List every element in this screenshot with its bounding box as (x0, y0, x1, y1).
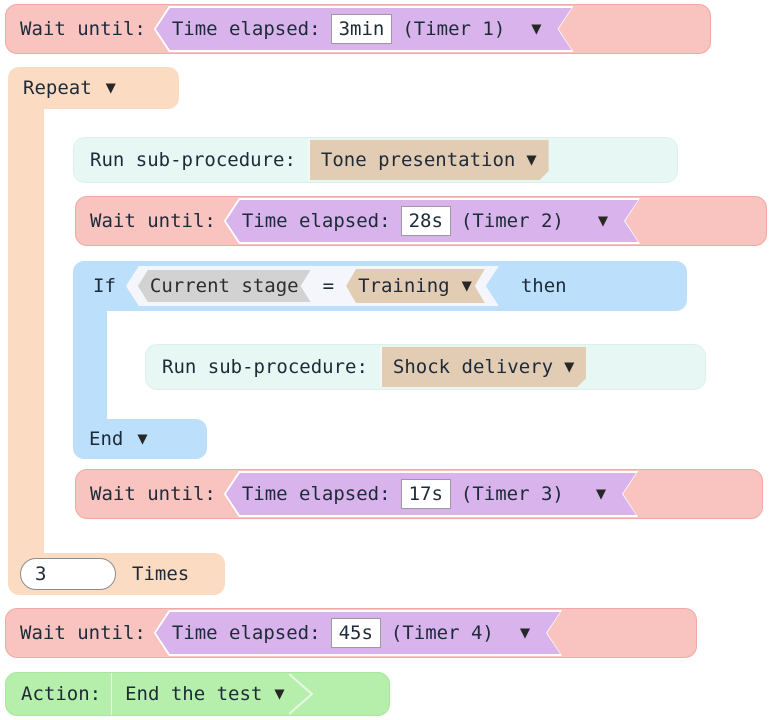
condition-operator: = (322, 275, 335, 297)
time-elapsed-label: Time elapsed: (241, 209, 391, 232)
wait-until-block-3[interactable]: Wait until: Time elapsed: 17s (Timer 3) … (75, 469, 763, 519)
end-label: End (89, 427, 124, 450)
run-subprocedure-block-2[interactable]: Run sub-procedure: Shock delivery ▼ (145, 344, 706, 390)
wait-until-block-1[interactable]: Wait until: Time elapsed: 3min (Timer 1)… (5, 4, 711, 54)
condition-variable[interactable]: Current stage (138, 270, 311, 302)
subprocedure-dropdown-1[interactable]: Tone presentation ▼ (308, 140, 549, 180)
run-subprocedure-label: Run sub-procedure: (162, 355, 368, 378)
time-elapsed-condition-3[interactable]: Time elapsed: 17s (Timer 3) ▼ (224, 471, 638, 517)
hex-edge-decoration (288, 673, 313, 715)
timer-label-1: (Timer 1) (402, 17, 506, 40)
chevron-down-icon[interactable]: ▼ (274, 683, 285, 704)
if-label: If (93, 274, 116, 297)
time-value-input-1[interactable]: 3min (331, 14, 393, 44)
repeat-label: Repeat (23, 76, 92, 99)
repeat-block-left-bar (8, 108, 44, 554)
chevron-down-icon[interactable]: ▼ (564, 356, 575, 377)
then-label: then (520, 274, 567, 297)
repeat-block-header[interactable]: Repeat ▼ (8, 67, 179, 109)
condition-value-dropdown[interactable]: Training ▼ (346, 269, 485, 303)
time-value-input-2[interactable]: 28s (401, 206, 451, 236)
chevron-down-icon[interactable]: ▼ (137, 428, 148, 449)
run-subprocedure-label: Run sub-procedure: (90, 148, 296, 171)
action-block[interactable]: Action: End the test ▼ (5, 672, 390, 716)
wait-until-label: Wait until: (90, 482, 216, 505)
timer-label-3: (Timer 3) (460, 482, 564, 505)
time-elapsed-condition-2[interactable]: Time elapsed: 28s (Timer 2) ▼ (224, 198, 640, 244)
repeat-count-input[interactable]: 3 (20, 558, 116, 590)
action-value-dropdown[interactable]: End the test ▼ (111, 673, 313, 715)
chevron-down-icon[interactable]: ▼ (519, 622, 531, 643)
wait-until-label: Wait until: (20, 17, 146, 40)
chevron-down-icon[interactable]: ▼ (595, 483, 607, 504)
wait-until-label: Wait until: (20, 621, 146, 644)
chevron-down-icon[interactable]: ▼ (105, 77, 116, 98)
chevron-down-icon[interactable]: ▼ (597, 210, 609, 231)
repeat-times-label: Times (132, 562, 190, 585)
time-elapsed-label: Time elapsed: (241, 482, 391, 505)
time-elapsed-label: Time elapsed: (171, 17, 321, 40)
wait-until-label: Wait until: (90, 209, 216, 232)
subprocedure-value-1: Tone presentation (320, 149, 516, 171)
chevron-down-icon[interactable]: ▼ (531, 18, 542, 39)
time-value-input-4[interactable]: 45s (331, 618, 381, 648)
if-block-footer[interactable]: End ▼ (73, 419, 207, 459)
time-elapsed-condition-1[interactable]: Time elapsed: 3min (Timer 1) ▼ (154, 6, 574, 52)
run-subprocedure-block-1[interactable]: Run sub-procedure: Tone presentation ▼ (73, 137, 678, 183)
action-value: End the test (125, 683, 263, 705)
wait-until-block-4[interactable]: Wait until: Time elapsed: 45s (Timer 4) … (5, 608, 697, 658)
chevron-down-icon[interactable]: ▼ (526, 149, 537, 170)
wait-until-block-2[interactable]: Wait until: Time elapsed: 28s (Timer 2) … (75, 196, 767, 246)
timer-label-4: (Timer 4) (390, 621, 494, 644)
time-elapsed-condition-4[interactable]: Time elapsed: 45s (Timer 4) ▼ (154, 610, 562, 656)
timer-label-2: (Timer 2) (460, 209, 564, 232)
subprocedure-dropdown-2[interactable]: Shock delivery ▼ (380, 347, 586, 387)
if-condition-group[interactable]: Current stage = Training ▼ (126, 266, 499, 306)
condition-value: Training (358, 275, 450, 297)
action-label: Action: (21, 682, 102, 705)
chevron-down-icon[interactable]: ▼ (461, 275, 472, 296)
subprocedure-value-2: Shock delivery (392, 356, 554, 378)
time-value-input-3[interactable]: 17s (401, 479, 451, 509)
time-elapsed-label: Time elapsed: (171, 621, 321, 644)
if-block-header[interactable]: If Current stage = Training ▼ then (73, 261, 687, 311)
repeat-block-footer[interactable]: 3 Times (8, 553, 225, 595)
if-block-left-bar (73, 310, 107, 420)
